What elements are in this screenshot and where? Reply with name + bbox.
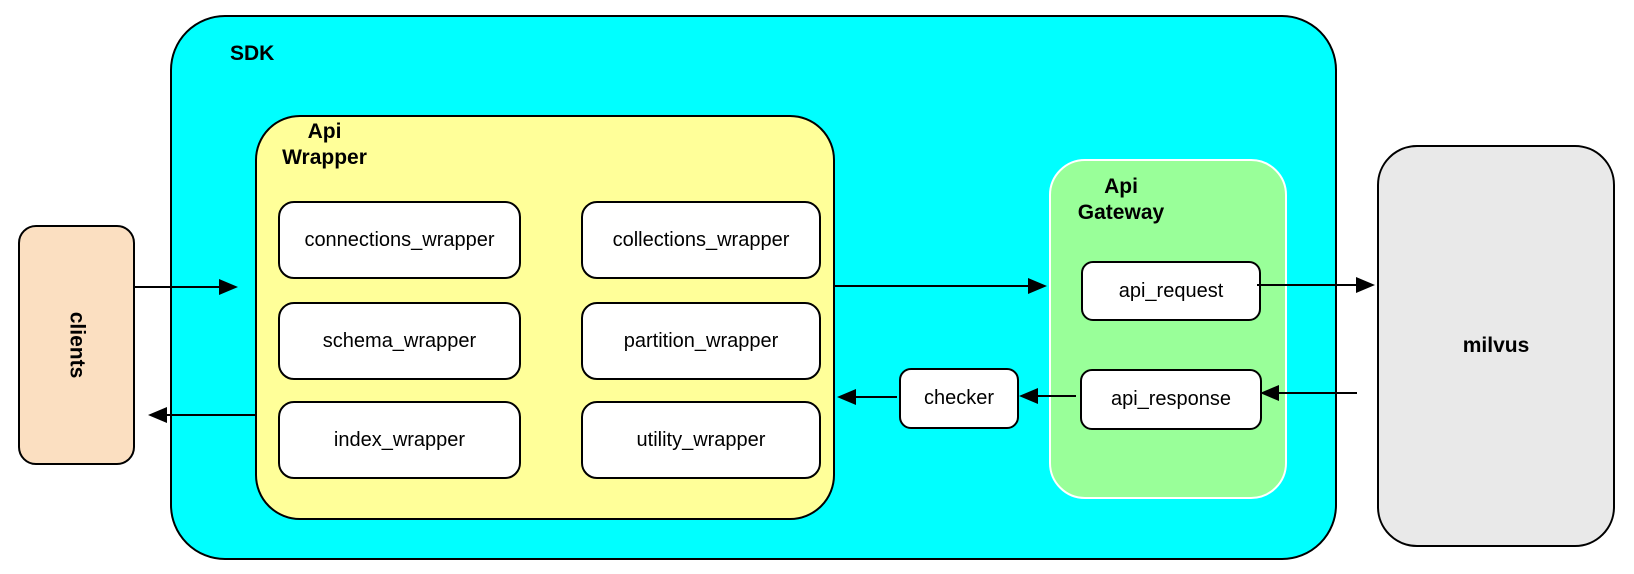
node-api-request: api_request: [1081, 261, 1261, 321]
api-gateway-label-line1: Api: [1104, 175, 1138, 198]
arrow-head: [1028, 278, 1047, 294]
node-clients: clients: [18, 225, 135, 465]
arrow-head: [1019, 388, 1038, 404]
module-schema-wrapper: schema_wrapper: [278, 302, 521, 380]
node-milvus: milvus: [1377, 145, 1615, 547]
api-wrapper-label-line2: Wrapper: [282, 146, 367, 169]
arrow-line: [856, 396, 897, 398]
sdk-label: SDK: [230, 42, 275, 65]
module-collections-wrapper: collections_wrapper: [581, 201, 821, 279]
node-checker: checker: [899, 368, 1019, 429]
module-utility-wrapper: utility_wrapper: [581, 401, 821, 479]
module-index-wrapper: index_wrapper: [278, 401, 521, 479]
node-api-response: api_response: [1080, 369, 1262, 430]
arrow-line: [1257, 284, 1356, 286]
module-partition-wrapper: partition_wrapper: [581, 302, 821, 380]
api-wrapper-label-line1: Api: [307, 120, 342, 143]
api-gateway-label-line2: Gateway: [1077, 201, 1165, 224]
arrow-head: [148, 407, 167, 423]
arrow-line: [135, 286, 219, 288]
arrow-line: [1038, 395, 1076, 397]
arrow-head: [1260, 385, 1279, 401]
clients-label: clients: [65, 311, 89, 379]
module-connections-wrapper: connections_wrapper: [278, 201, 521, 279]
arrow-line: [1279, 392, 1357, 394]
arrow-line: [833, 285, 1028, 287]
arrow-line: [167, 414, 255, 416]
arrow-head: [1356, 277, 1375, 293]
arrow-head: [837, 389, 856, 405]
arrow-head: [219, 279, 238, 295]
